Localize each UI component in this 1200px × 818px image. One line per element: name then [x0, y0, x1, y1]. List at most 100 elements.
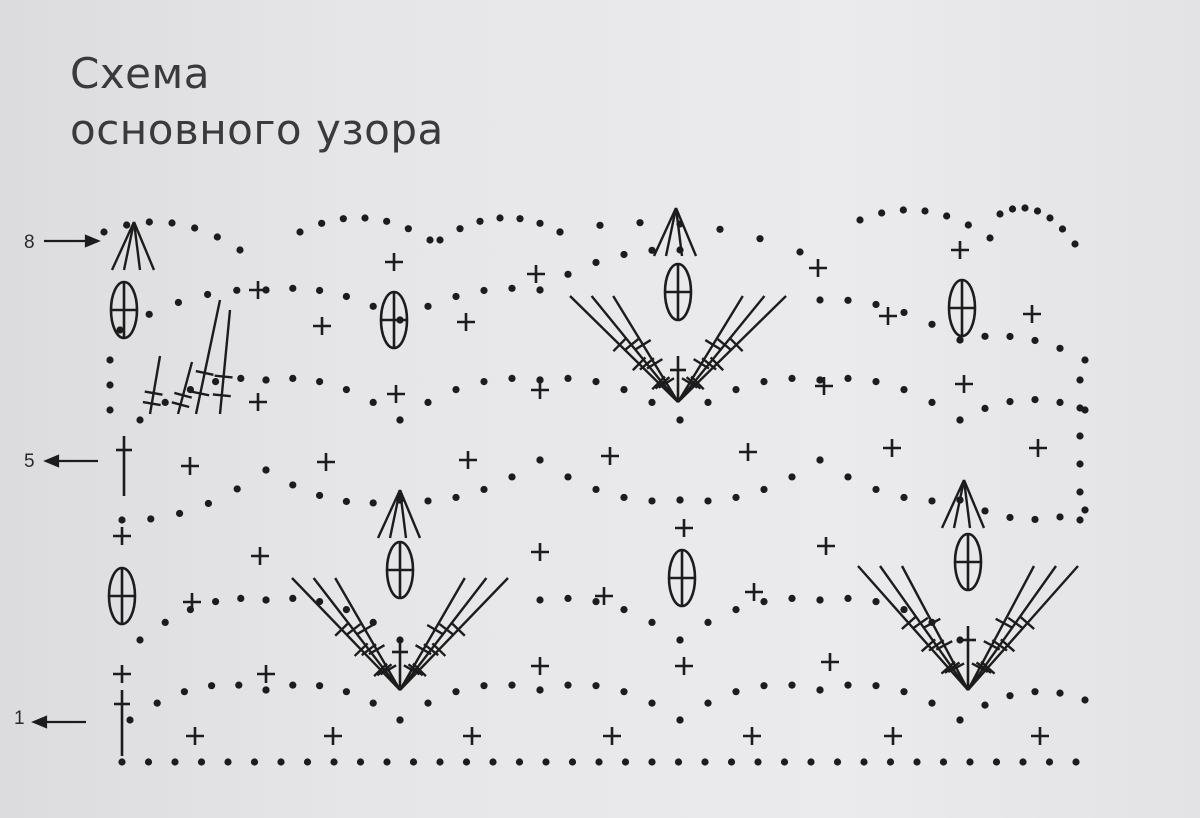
chain-dot — [592, 258, 600, 267]
chain-dot — [1056, 513, 1064, 521]
chain-dot — [489, 758, 497, 766]
chain-dot — [676, 496, 684, 504]
single-crochet-plus — [113, 665, 131, 683]
chain-dot — [424, 302, 432, 310]
chain-dot — [136, 416, 144, 424]
chain-dot — [676, 220, 684, 228]
chain-dot — [928, 398, 936, 406]
chain-dot — [536, 286, 544, 294]
chain-dot — [676, 716, 684, 724]
chain-dot — [939, 758, 948, 766]
chain-dot — [496, 214, 504, 222]
chain-dot — [508, 681, 516, 689]
chain-dot — [856, 216, 864, 224]
chain-dot — [596, 221, 604, 229]
chain-dot — [342, 688, 350, 696]
chain-dot — [168, 219, 176, 227]
chain-dot — [648, 497, 656, 505]
chain-dot — [361, 214, 369, 222]
chain-dot — [144, 758, 153, 766]
chain-dot — [316, 682, 324, 690]
single-crochet-plus — [603, 727, 621, 745]
chain-dot — [788, 374, 796, 382]
chain-dot — [289, 594, 297, 603]
chain-dot — [396, 716, 404, 724]
chain-dot — [1076, 460, 1084, 468]
chain-dot — [212, 378, 220, 386]
chain-dot — [621, 758, 630, 766]
chain-dot — [732, 688, 740, 696]
chain-dot — [1056, 689, 1064, 697]
chain-dot — [212, 598, 220, 606]
single-crochet-plus — [675, 657, 693, 675]
chain-dot — [369, 618, 377, 627]
chain-dot — [424, 398, 432, 406]
chain-dot — [452, 386, 460, 394]
chain-dot — [704, 398, 712, 406]
single-crochet-plus — [951, 241, 969, 259]
chain-dot — [452, 493, 460, 502]
chain-dot — [303, 758, 312, 766]
row-label-1: 1 — [14, 708, 25, 729]
chain-dot — [1031, 396, 1039, 404]
single-crochet-plus — [1023, 305, 1041, 323]
stitch-cluster — [652, 207, 698, 257]
single-crochet-plus — [879, 307, 897, 325]
chain-dot — [816, 596, 824, 604]
chain-dot — [404, 225, 412, 233]
chain-dot — [508, 374, 516, 382]
row-arrow — [44, 234, 101, 248]
single-crochet-plus — [457, 313, 475, 331]
chain-dot — [342, 386, 350, 394]
double-crochet-stitch — [114, 690, 130, 756]
chain-dot — [844, 374, 852, 382]
single-crochet-plus — [821, 653, 839, 671]
treble-crochet-stitch — [967, 565, 1079, 691]
treble-crochet-stitch — [312, 577, 401, 691]
chain-dot — [409, 758, 418, 766]
treble-crochet-stitch — [590, 295, 679, 403]
chain-dot — [754, 758, 762, 766]
chain-dot — [844, 681, 852, 689]
chain-dot — [536, 376, 544, 384]
chain-dot — [262, 686, 270, 694]
chain-dot — [233, 286, 241, 294]
chain-dot — [620, 606, 628, 614]
chain-dot — [956, 336, 964, 344]
single-crochet-plus — [463, 727, 481, 745]
chain-dot — [620, 493, 628, 502]
single-crochet-plus — [1031, 727, 1049, 745]
chain-dot — [556, 228, 564, 236]
chain-dot — [1031, 336, 1039, 345]
chain-dot — [981, 404, 989, 412]
chain-dot — [436, 758, 444, 766]
treble-crochet-stitch — [879, 565, 969, 691]
chain-dot — [704, 618, 712, 627]
chain-dot — [900, 386, 908, 394]
chain-dot — [233, 485, 241, 493]
chain-dot — [508, 284, 516, 292]
chain-dot — [480, 286, 488, 295]
chain-dot — [620, 386, 628, 394]
chain-dot — [296, 228, 304, 236]
chain-dot — [676, 416, 684, 424]
chain-dot — [860, 758, 868, 766]
chain-dot — [886, 758, 895, 766]
chain-dot — [191, 224, 199, 232]
chain-dot — [1021, 204, 1029, 212]
treble-crochet-stitch — [612, 295, 680, 403]
chain-dot — [648, 398, 656, 406]
chain-dot — [1006, 332, 1014, 341]
chain-dot — [153, 699, 161, 707]
chain-dot — [452, 292, 460, 301]
chain-dot — [760, 485, 768, 494]
chain-dot — [900, 688, 908, 696]
treble-crochet-stitch — [171, 361, 194, 415]
chain-dot — [981, 332, 989, 340]
chain-dot — [369, 699, 377, 707]
chain-dot — [816, 296, 824, 304]
chain-dot — [921, 207, 929, 215]
chain-dot — [1031, 688, 1039, 696]
single-crochet-plus — [601, 447, 619, 465]
chain-dot — [235, 681, 243, 689]
